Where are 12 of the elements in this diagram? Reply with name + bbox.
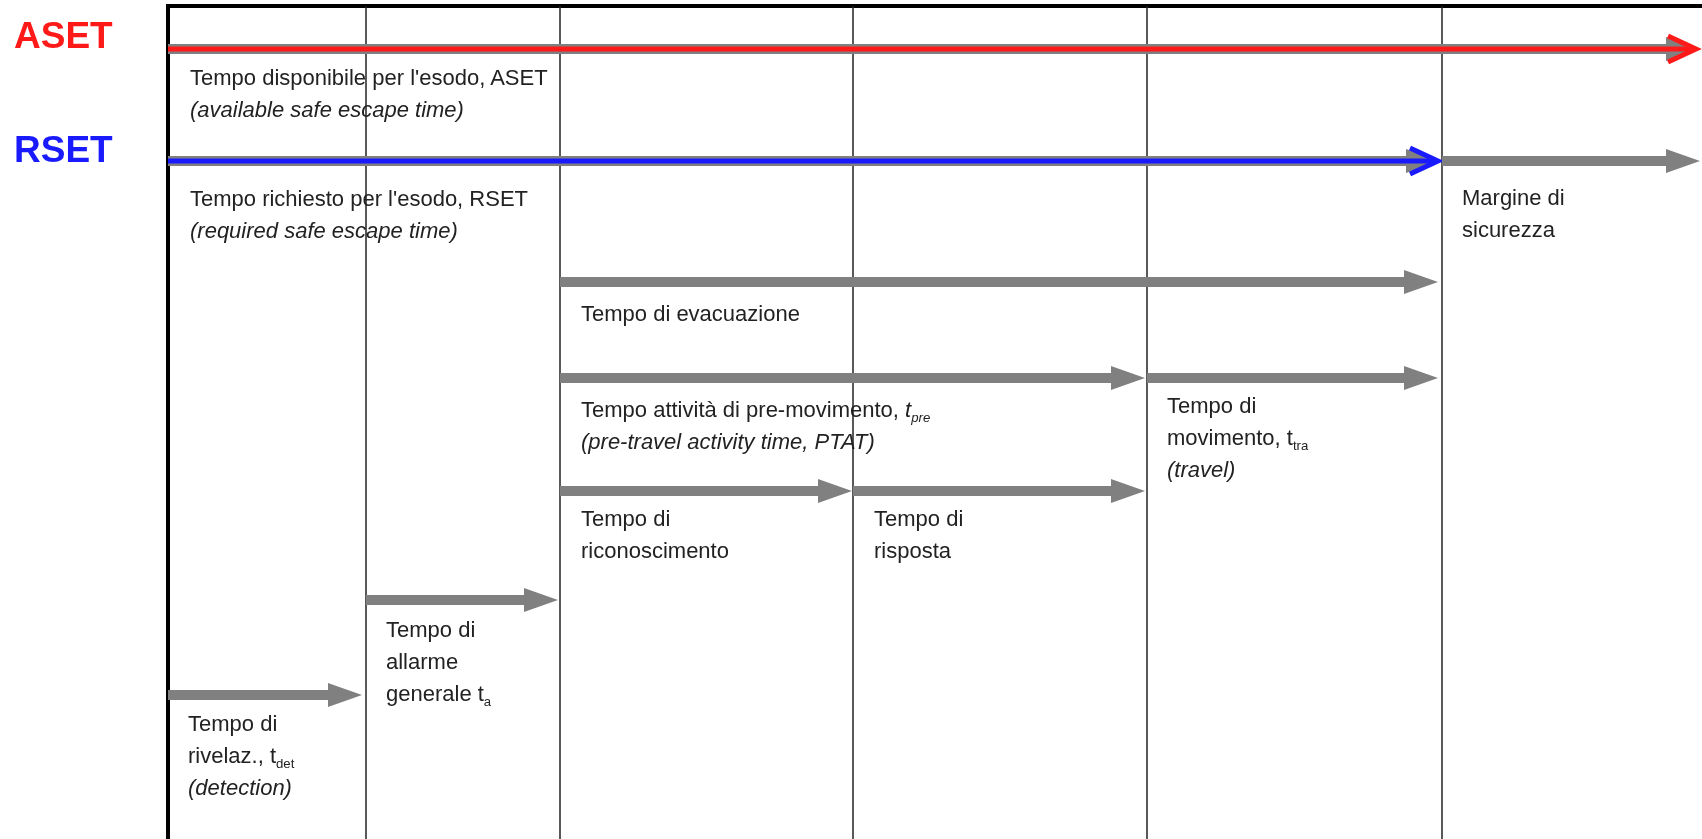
duration-label: Tempo di evacuazione: [581, 300, 800, 328]
duration-label: Tempo di allarme generale t$_{a}$: [386, 616, 493, 712]
timeline-label: ASET: [14, 14, 113, 58]
duration-label: Tempo di risposta: [874, 505, 965, 565]
duration-label: Tempo disponibile per l'esodo, ASET: [190, 64, 548, 92]
duration-label: Tempo di riconoscimento: [581, 505, 730, 565]
duration-label: Margine di sicurezza: [1462, 184, 1566, 244]
timeline-label: RSET: [14, 128, 113, 172]
duration-note: (detection): [188, 774, 292, 802]
duration-label: Tempo di rivelaz., t$_{det}$: [188, 710, 296, 774]
duration-label: Tempo di movimento, t$_{tra}$: [1167, 392, 1310, 456]
duration-note: (travel): [1167, 456, 1236, 484]
